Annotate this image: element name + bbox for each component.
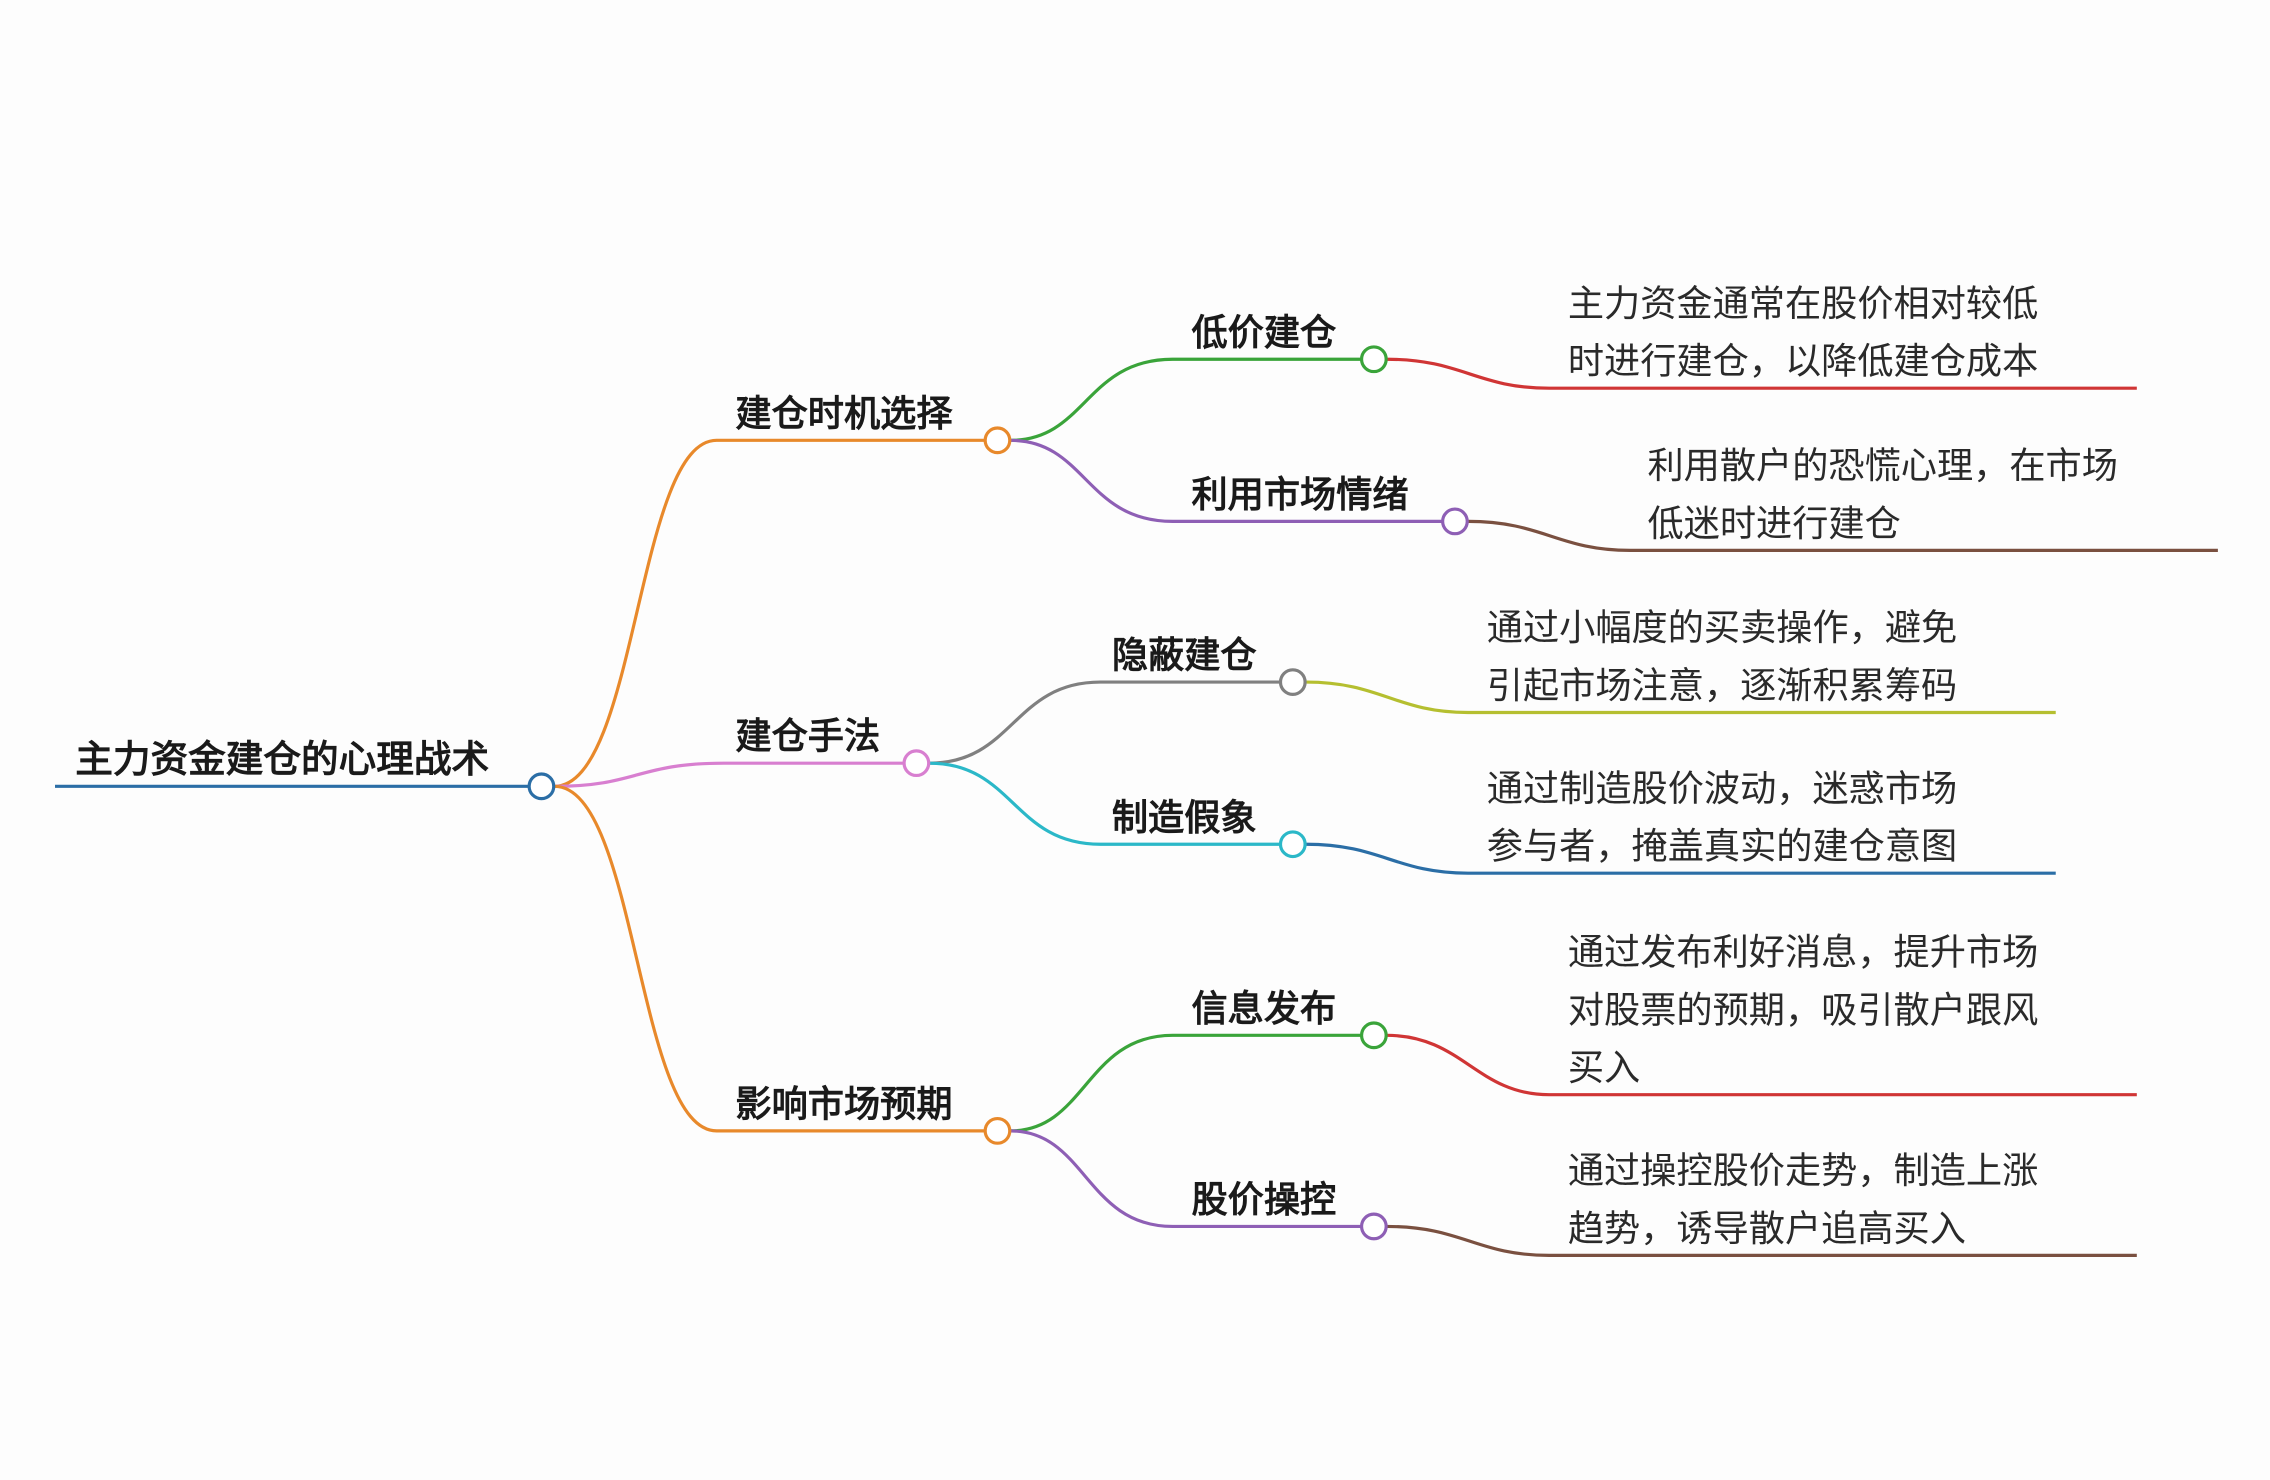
leaf-fake[interactable]: 通过制造股价波动，迷惑市场 参与者，掩盖真实的建仓意图 bbox=[1487, 767, 1957, 868]
leaf-line-hidden bbox=[1305, 680, 2056, 715]
leaf-text-line: 通过操控股价走势，制造上涨 bbox=[1568, 1149, 2038, 1192]
leaf-text-line: 主力资金通常在股价相对较低 bbox=[1568, 282, 2038, 325]
leaf-sentiment[interactable]: 利用散户的恐慌心理，在市场 低迷时进行建仓 bbox=[1647, 444, 2117, 545]
leaf-text-line: 通过发布利好消息，提升市场 bbox=[1568, 930, 2038, 973]
leaf-text-line: 时进行建仓，以降低建仓成本 bbox=[1568, 340, 2038, 383]
leaf-price-control[interactable]: 通过操控股价走势，制造上涨 趋势，诱导散户追高买入 bbox=[1568, 1149, 2038, 1250]
root-label: 主力资金建仓的心理战术 bbox=[75, 737, 489, 781]
branch-label-expectation[interactable]: 影响市场预期 bbox=[735, 1082, 952, 1125]
node-label-sentiment[interactable]: 利用市场情绪 bbox=[1191, 473, 1408, 516]
leaf-text-line: 参与者，掩盖真实的建仓意图 bbox=[1487, 825, 1957, 868]
connector-expectation bbox=[554, 784, 986, 1133]
leaf-text-line: 通过小幅度的买卖操作，避免 bbox=[1487, 606, 1957, 649]
connector-price-control bbox=[1010, 1129, 1363, 1229]
leaf-text-line: 低迷时进行建仓 bbox=[1647, 502, 1900, 545]
leaf-line-fake bbox=[1305, 842, 2056, 875]
connector-low-price bbox=[1010, 357, 1363, 442]
connector-info bbox=[1010, 1033, 1363, 1133]
timing-collapse-toggle[interactable] bbox=[983, 426, 1012, 455]
root-collapse-toggle[interactable] bbox=[527, 772, 556, 801]
price-control-collapse-toggle[interactable] bbox=[1359, 1212, 1388, 1241]
connector-fake bbox=[929, 761, 1282, 846]
leaf-text-line: 趋势，诱导散户追高买入 bbox=[1568, 1207, 1966, 1250]
leaf-text-line: 利用散户的恐慌心理，在市场 bbox=[1647, 444, 2117, 487]
connector-sentiment bbox=[1010, 438, 1444, 523]
node-label-fake[interactable]: 制造假象 bbox=[1112, 796, 1257, 839]
method-collapse-toggle[interactable] bbox=[902, 749, 931, 778]
leaf-line-sentiment bbox=[1467, 519, 2218, 552]
leaf-info[interactable]: 通过发布利好消息，提升市场 对股票的预期，吸引散户跟风 买入 bbox=[1568, 930, 2038, 1089]
branch-label-timing[interactable]: 建仓时机选择 bbox=[735, 392, 953, 435]
low-price-collapse-toggle[interactable] bbox=[1359, 345, 1388, 374]
hidden-collapse-toggle[interactable] bbox=[1278, 668, 1307, 696]
leaf-line-price-control bbox=[1386, 1224, 2137, 1257]
leaf-text-line: 买入 bbox=[1568, 1046, 1640, 1089]
leaf-line-low-price bbox=[1386, 357, 2137, 390]
leaf-low-price[interactable]: 主力资金通常在股价相对较低 时进行建仓，以降低建仓成本 bbox=[1568, 282, 2038, 383]
leaf-line-info bbox=[1386, 1033, 2137, 1097]
fake-collapse-toggle[interactable] bbox=[1278, 830, 1307, 859]
info-collapse-toggle[interactable] bbox=[1359, 1021, 1388, 1050]
branch-label-method[interactable]: 建仓手法 bbox=[735, 715, 880, 758]
node-label-info[interactable]: 信息发布 bbox=[1191, 987, 1336, 1030]
leaf-text-line: 引起市场注意，逐渐积累筹码 bbox=[1487, 664, 1957, 707]
node-label-low-price[interactable]: 低价建仓 bbox=[1191, 311, 1337, 354]
node-label-price-control[interactable]: 股价操控 bbox=[1191, 1178, 1336, 1221]
leaf-text-line: 对股票的预期，吸引散户跟风 bbox=[1568, 988, 2038, 1031]
connector-hidden bbox=[929, 680, 1282, 765]
root-node[interactable]: 主力资金建仓的心理战术 bbox=[55, 737, 530, 788]
connector-method bbox=[554, 761, 905, 788]
sentiment-collapse-toggle[interactable] bbox=[1441, 507, 1469, 536]
connector-timing bbox=[554, 438, 986, 788]
leaf-hidden[interactable]: 通过小幅度的买卖操作，避免 引起市场注意，逐渐积累筹码 bbox=[1487, 606, 1957, 707]
node-label-hidden[interactable]: 隐蔽建仓 bbox=[1112, 634, 1258, 677]
expectation-collapse-toggle[interactable] bbox=[983, 1116, 1012, 1145]
leaf-text-line: 通过制造股价波动，迷惑市场 bbox=[1487, 767, 1957, 810]
